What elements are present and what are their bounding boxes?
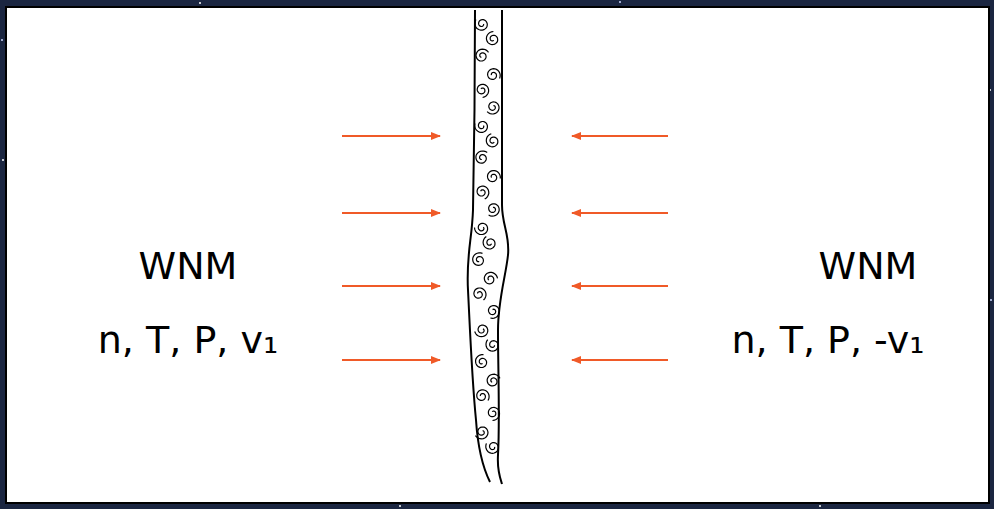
- curl: [477, 84, 488, 97]
- medium-name: WNM: [819, 246, 918, 288]
- inflow-arrow: [342, 135, 440, 137]
- curl: [474, 288, 486, 300]
- sheet-edge: [468, 10, 490, 482]
- inflow-arrow: [572, 359, 668, 361]
- state-variables: n, T, P, v₁: [98, 320, 278, 362]
- state-variables: n, T, P, -v₁: [731, 320, 924, 362]
- curl: [487, 102, 499, 114]
- curl: [477, 390, 489, 401]
- curl: [476, 151, 487, 163]
- curl: [488, 69, 501, 80]
- turbulent-curls: [473, 20, 501, 454]
- inflow-arrow: [572, 135, 668, 137]
- curl: [486, 443, 499, 454]
- curl: [475, 122, 488, 133]
- curl: [484, 272, 497, 283]
- inflow-arrows: [342, 136, 668, 360]
- curl: [489, 306, 500, 319]
- dense-sheet: [468, 10, 509, 484]
- curl: [486, 340, 498, 351]
- curl: [475, 427, 488, 439]
- curl: [476, 49, 489, 61]
- inflow-arrow: [572, 285, 668, 287]
- curl: [476, 355, 487, 368]
- medium-name: WNM: [139, 246, 238, 288]
- inflow-arrow: [342, 212, 440, 214]
- curl: [488, 407, 499, 420]
- inflow-arrow: [342, 359, 440, 361]
- curl: [489, 204, 500, 216]
- curl: [486, 32, 497, 45]
- curl: [488, 171, 501, 182]
- curl: [475, 20, 487, 31]
- inflow-arrow: [572, 212, 668, 214]
- curl: [487, 374, 500, 386]
- curl: [483, 237, 495, 250]
- curl: [486, 134, 498, 147]
- curl: [477, 186, 489, 199]
- curl: [475, 223, 488, 234]
- curl: [473, 253, 484, 266]
- curl: [475, 325, 488, 337]
- inflow-arrow: [342, 285, 440, 287]
